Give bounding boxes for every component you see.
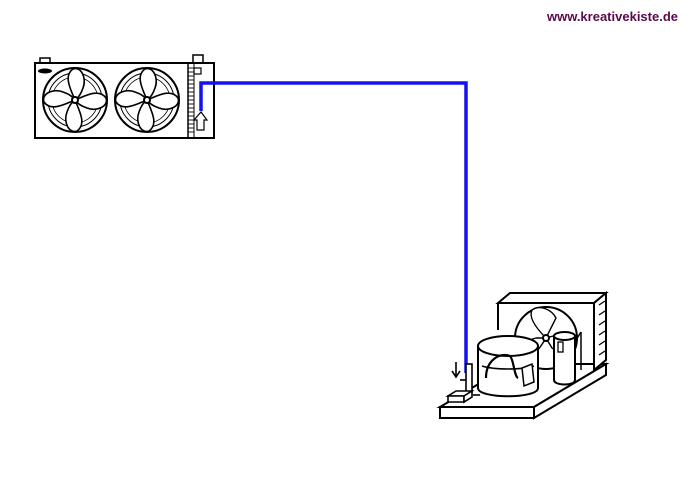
receiver-tank-icon (553, 331, 582, 386)
refrigerant-line (199, 81, 468, 373)
fan-right-icon (114, 67, 180, 133)
evaporator-fan-unit (34, 54, 215, 139)
site-url-label[interactable]: www.kreativekiste.de (546, 9, 678, 24)
compressor-icon (477, 335, 539, 398)
fan-left-icon (42, 67, 108, 133)
condensing-unit (436, 290, 610, 420)
service-valve-icon (445, 362, 480, 404)
